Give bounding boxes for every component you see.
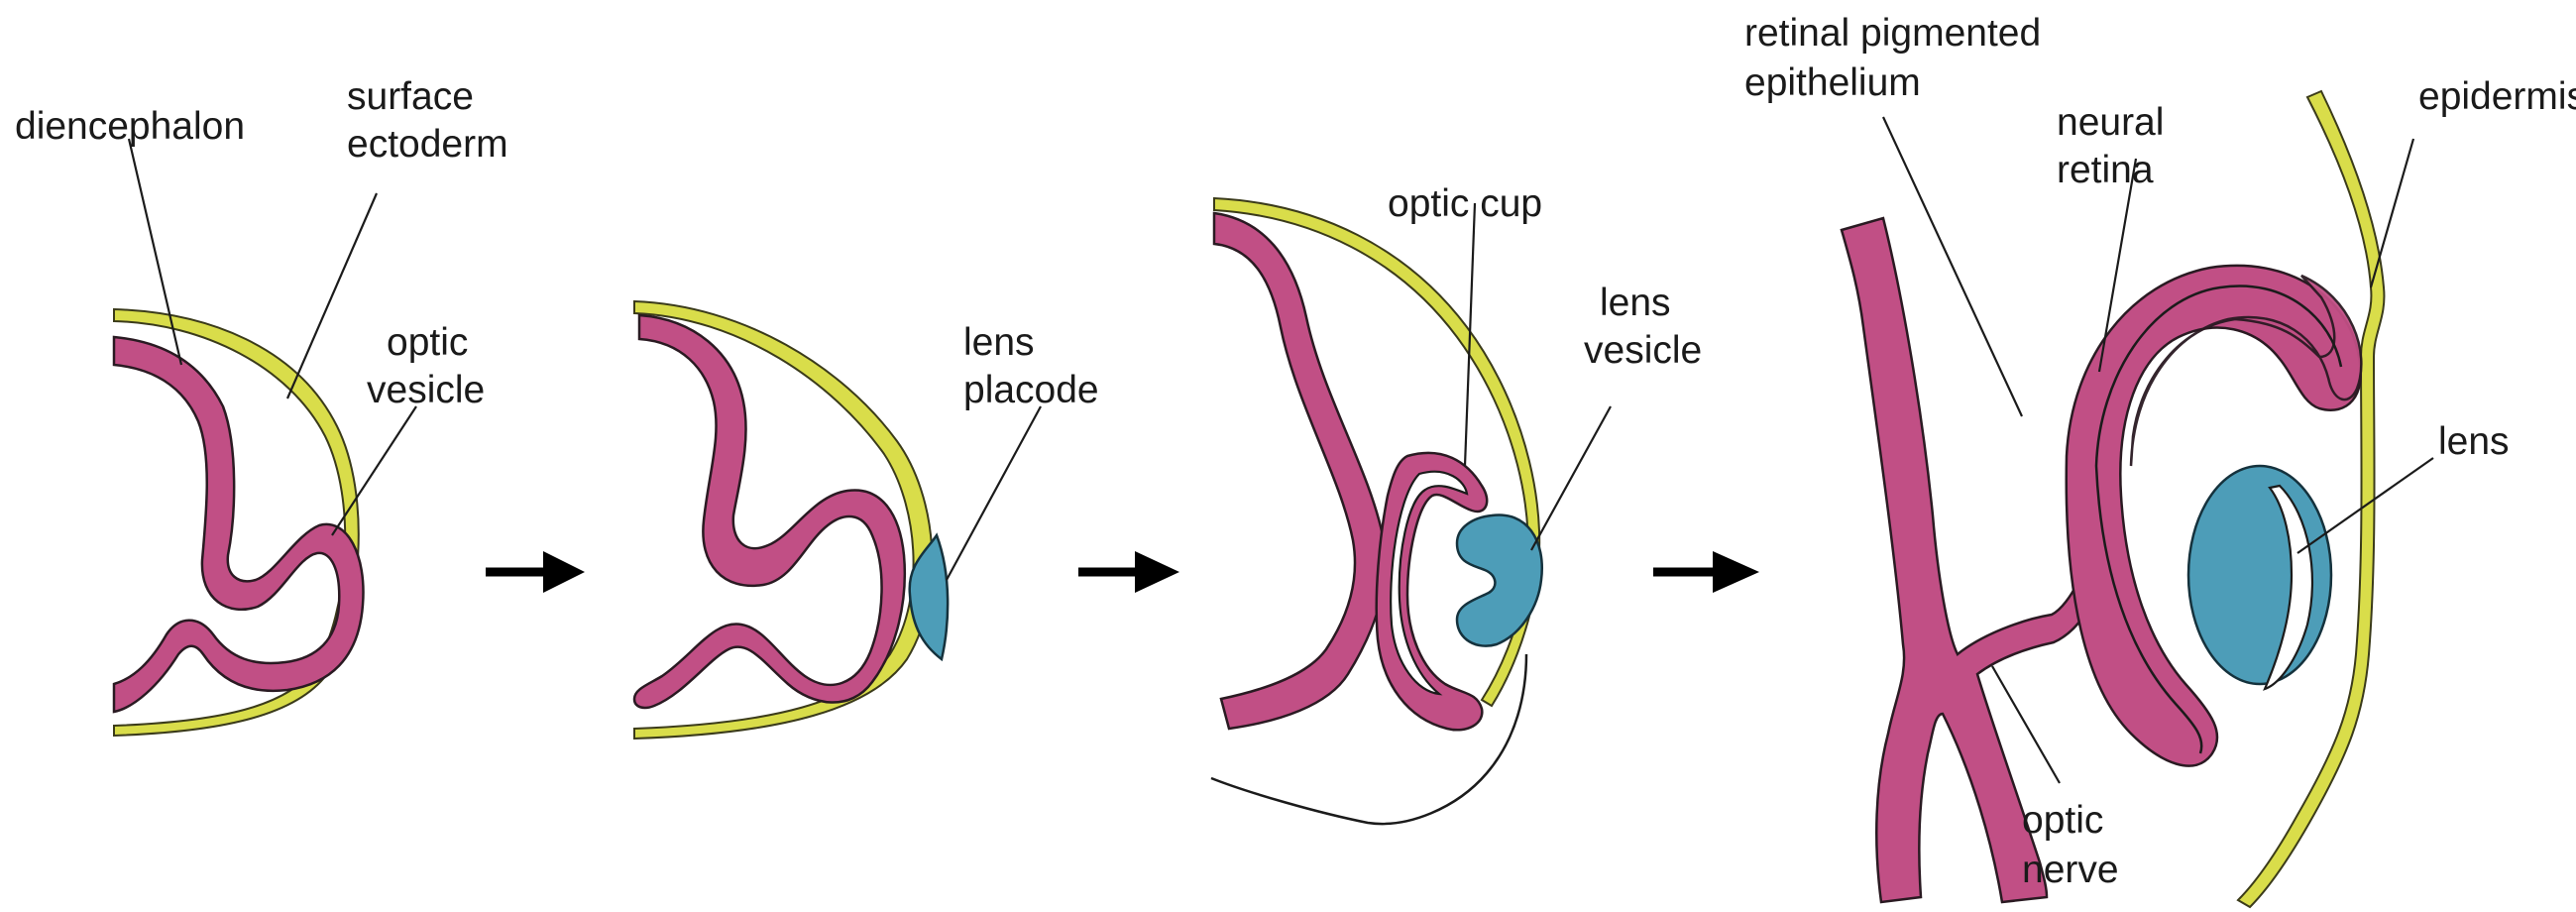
stage-4-label-neural-retina-line2: retina: [2057, 149, 2154, 191]
stage-1-optic-vesicle: diencephalon surface ectoderm optic vesi…: [15, 75, 508, 736]
stage-3-outline: [1211, 654, 1526, 824]
stage-3-label-lens-vesicle-line2: vesicle: [1584, 329, 1702, 372]
stage-4-label-optic-nerve-line2: nerve: [2022, 849, 2119, 891]
stage-1-label-diencephalon: diencephalon: [15, 105, 245, 148]
stage-4-label-epidermis: epidermis: [2418, 75, 2576, 118]
arrow-2: [1078, 551, 1179, 593]
stage-4-label-rpe-line2: epithelium: [1744, 61, 1921, 104]
stage-1-neural-tube: [114, 337, 364, 712]
stage-2-label-lens-placode-line1: lens: [963, 321, 1035, 364]
stage-3-lens-vesicle: [1457, 514, 1542, 645]
stage-2-lens-placode-leader: [947, 406, 1041, 580]
stage-4-epidermis-leader: [2371, 139, 2413, 287]
stage-4-label-rpe-line1: retinal pigmented: [1744, 12, 2041, 55]
stage-3-lens-vesicle-leader: [1531, 406, 1611, 550]
stage-4-label-optic-nerve-line1: optic: [2022, 799, 2103, 842]
stage-2-label-lens-placode-line2: placode: [963, 369, 1099, 411]
stage-2-neural-tube: [634, 315, 905, 708]
stage-1-surface-ectoderm-leader: [287, 193, 377, 399]
stage-1-label-surface-line1: surface: [347, 75, 474, 118]
stage-3-optic-cup: optic cup lens vesicle: [1211, 182, 1702, 824]
stage-1-label-optic-vesicle-line1: optic: [387, 321, 468, 364]
stage-4-label-neural-retina-line1: neural: [2057, 101, 2164, 144]
stage-1-label-optic-vesicle-line2: vesicle: [367, 369, 485, 411]
stage-1-diencephalon-leader: [129, 139, 181, 365]
stage-4-mature-eye: retinal pigmented epithelium neural reti…: [1744, 12, 2576, 907]
stage-2-lens-placode: lens placode: [634, 301, 1099, 739]
arrow-3: [1653, 551, 1759, 593]
stage-3-label-lens-vesicle-line1: lens: [1600, 282, 1671, 324]
stage-1-label-surface-line2: ectoderm: [347, 123, 508, 166]
stage-4-label-lens: lens: [2438, 420, 2510, 463]
stage-3-label-optic-cup: optic cup: [1388, 182, 1542, 225]
stage-3-neural-wall: [1214, 213, 1386, 729]
arrow-1: [486, 551, 585, 593]
